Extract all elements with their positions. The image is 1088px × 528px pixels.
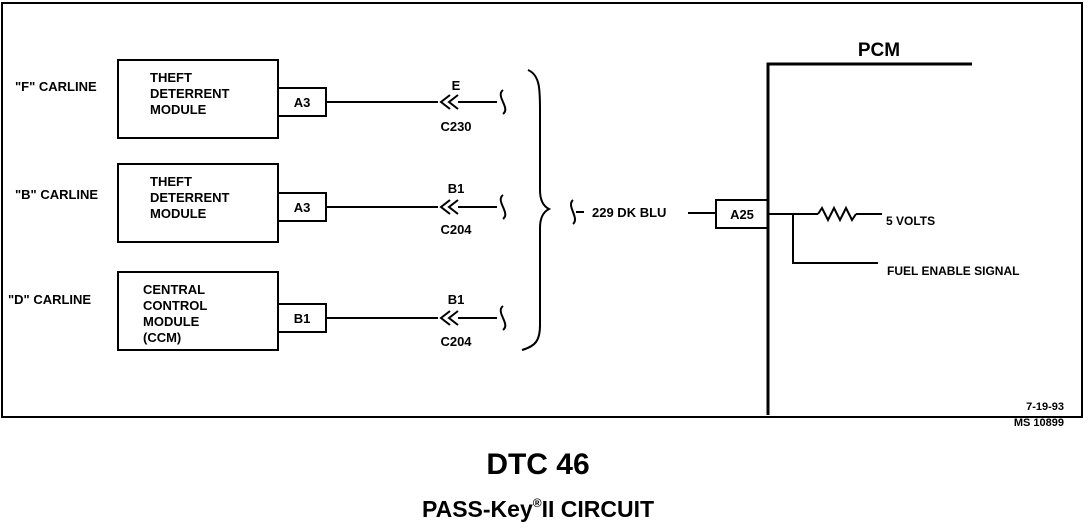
module-b-line-2: DETERRENT — [150, 190, 230, 205]
subtitle-rest: II CIRCUIT — [542, 496, 654, 522]
diagram-frame — [1, 2, 1083, 418]
break-symbol-main — [570, 199, 576, 225]
wire-label-d: B1 — [448, 292, 465, 307]
module-d-line-4: (CCM) — [143, 330, 181, 345]
connector-symbol-f-1 — [439, 94, 451, 110]
carline-label-d: "D" CARLINE — [8, 292, 91, 307]
carline-label-f: "F" CARLINE — [15, 79, 97, 94]
voltage-label: 5 VOLTS — [886, 214, 935, 228]
connector-symbol-b-2 — [447, 199, 459, 215]
pcm-pin-label: A25 — [730, 207, 754, 222]
break-symbol-b — [499, 194, 507, 220]
options-brace — [521, 69, 552, 351]
module-f-line-3: MODULE — [150, 102, 207, 117]
pcm-boundary — [766, 62, 972, 415]
pin-label-b: A3 — [294, 200, 311, 215]
break-symbol-f — [499, 89, 507, 115]
page-subtitle: PASS-Key®II CIRCUIT — [422, 496, 654, 522]
subtitle-main: PASS-Key — [422, 496, 533, 522]
break-symbol-d — [499, 305, 507, 331]
module-d-line-1: CENTRAL — [143, 282, 205, 297]
module-d-line-2: CONTROL — [143, 298, 207, 313]
connector-symbol-d-1 — [439, 310, 451, 326]
module-f-line-1: THEFT — [150, 70, 192, 85]
pcm-wire-fuel — [792, 214, 878, 264]
subtitle-registered-mark: ® — [533, 496, 542, 510]
connector-label-b: C204 — [440, 222, 472, 237]
pin-label-f: A3 — [294, 95, 311, 110]
resistor-symbol — [817, 205, 857, 223]
page-title: DTC 46 — [486, 448, 589, 481]
ms-number-label: MS 10899 — [1014, 417, 1064, 429]
fuel-enable-label: FUEL ENABLE SIGNAL — [887, 264, 1019, 278]
connector-label-f: C230 — [440, 119, 471, 134]
pin-label-d: B1 — [294, 311, 311, 326]
module-f-line-2: DETERRENT — [150, 86, 230, 101]
pcm-label: PCM — [858, 40, 900, 61]
connector-symbol-d-2 — [447, 310, 459, 326]
date-label: 7-19-93 — [1026, 401, 1064, 413]
connector-symbol-f-2 — [447, 94, 459, 110]
wire-label-b: B1 — [448, 181, 465, 196]
circuit-label: 229 DK BLU — [592, 205, 666, 220]
module-d-line-3: MODULE — [143, 314, 200, 329]
module-b-line-3: MODULE — [150, 206, 207, 221]
module-b-line-1: THEFT — [150, 174, 192, 189]
wire-label-f: E — [452, 78, 461, 93]
carline-label-b: "B" CARLINE — [15, 187, 98, 202]
connector-label-d: C204 — [440, 334, 472, 349]
connector-symbol-b-1 — [439, 199, 451, 215]
